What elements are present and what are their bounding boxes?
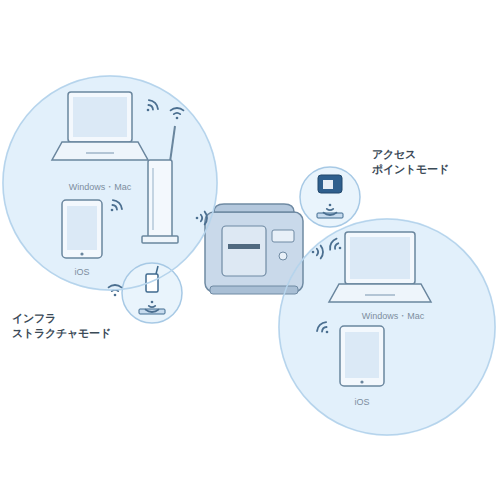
wifi-wave: [205, 212, 207, 225]
wifi-wave: [149, 100, 158, 109]
illustration-part: [86, 152, 114, 154]
wifi-wave: [327, 209, 333, 210]
wifi-wave: [149, 306, 155, 307]
laptop-icon: [329, 232, 431, 302]
device-label: iOS: [74, 267, 89, 277]
device-label: Windows・Mac: [69, 181, 132, 194]
tablet-icon: [62, 200, 102, 258]
mode-label: アクセス ポイントモード: [372, 148, 487, 178]
wifi-wave: [148, 105, 153, 110]
wifi-wave: [330, 239, 337, 250]
wifi-wave: [112, 205, 117, 210]
illustration-part: [360, 380, 363, 383]
wifi-dot: [339, 247, 342, 250]
region-circle: [279, 219, 495, 435]
illustration-part: [279, 252, 287, 260]
mode-region: Windows・Mac iOS: [2, 75, 218, 291]
region-fill: [2, 75, 218, 291]
illustration-part: [122, 263, 182, 323]
wifi-dot: [326, 331, 329, 334]
wifi-wave: [324, 213, 337, 215]
illustration-part: [317, 213, 343, 218]
illustration-part: [205, 212, 303, 292]
wifi-dot: [111, 209, 114, 212]
wifi-dot: [196, 217, 199, 220]
tablet-icon: [340, 326, 384, 386]
illustration-part: [170, 126, 175, 162]
illustration-part: [272, 230, 294, 242]
illustration-part: [345, 332, 379, 378]
label-printer: [205, 204, 303, 294]
illustration-part: [340, 326, 384, 386]
region-fill: [278, 218, 496, 436]
illustration-part: [350, 237, 410, 279]
illustration-part: [156, 266, 158, 274]
illustration-part: [228, 244, 260, 249]
illustration-part: [365, 294, 395, 296]
illustration-part: [67, 206, 97, 250]
illustration-part: [300, 167, 360, 227]
region-circle: [3, 76, 217, 290]
wifi-wave: [322, 327, 327, 332]
illustration-part: [68, 92, 132, 142]
device-label: Windows・Mac: [362, 310, 425, 323]
illustration-part: [139, 309, 165, 314]
wifi-wave: [317, 322, 326, 331]
illustration-part: [222, 226, 266, 276]
mode-region: Windows・Mac iOS: [278, 218, 496, 436]
wifi-dot: [176, 117, 179, 120]
illustration-part: [329, 284, 431, 302]
wifi-wave: [317, 249, 318, 255]
infrastructure-icon: [122, 263, 182, 323]
illustration-part: [345, 232, 415, 284]
wifi-wave: [335, 243, 338, 249]
wifi-wave: [146, 310, 159, 312]
wifi-dot: [114, 294, 117, 297]
mode-label: インフラ ストラクチャモード: [12, 312, 127, 342]
illustration-part: [142, 236, 178, 243]
wifi-wave: [109, 285, 122, 287]
wifi-dot: [312, 251, 315, 254]
wifi-wave: [174, 113, 180, 114]
illustration-part: [62, 200, 102, 258]
illustration-part: [73, 97, 127, 137]
illustration-part: [323, 180, 333, 189]
illustration-part: [148, 160, 172, 238]
wifi-wave: [113, 200, 122, 209]
access-point-icon: [300, 167, 360, 227]
illustration-part: [318, 175, 342, 193]
wifi-wave: [201, 215, 202, 221]
laptop-icon: [52, 92, 148, 160]
illustration-part: [80, 252, 83, 255]
wifi-dot: [147, 109, 150, 112]
illustration-part: [152, 168, 154, 230]
wifi-dot: [329, 204, 332, 207]
wifi-dot: [151, 301, 154, 304]
router-icon: [142, 126, 178, 243]
wifi-wave: [171, 108, 184, 110]
illustration-part: [109, 100, 342, 333]
illustration-part: [214, 204, 294, 212]
wifi-wave: [321, 246, 323, 259]
illustration-part: [52, 142, 148, 160]
device-label: iOS: [354, 397, 369, 407]
region-outline: [278, 218, 496, 436]
